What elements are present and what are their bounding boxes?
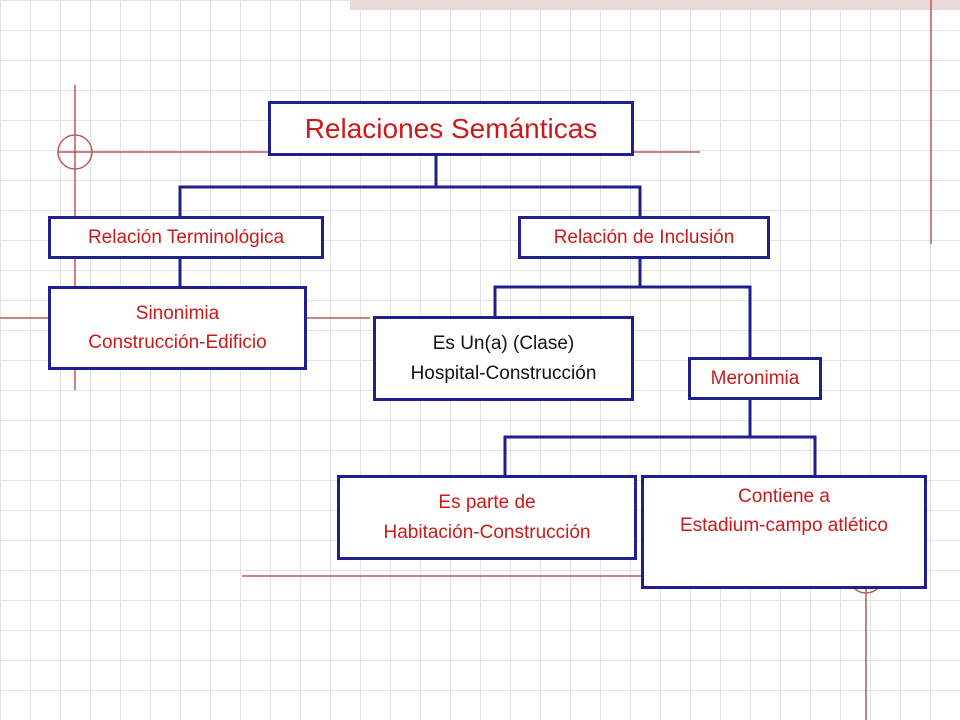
inclusion-node: Relación de Inclusión <box>518 216 770 259</box>
contiene-node: Contiene a Estadium-campo atlético <box>641 475 927 589</box>
deco-circle <box>57 134 93 170</box>
sinonimia-title: Sinonimia <box>135 302 220 324</box>
root-label: Relaciones Semánticas <box>304 112 598 144</box>
root-node: Relaciones Semánticas <box>268 101 634 156</box>
es-parte-node: Es parte de Habitación-Construcción <box>337 475 637 560</box>
es-parte-title: Es parte de <box>438 492 536 514</box>
inclusion-label: Relación de Inclusión <box>553 226 735 248</box>
meronimia-node: Meronimia <box>688 357 822 400</box>
contiene-title: Contiene a <box>738 486 830 507</box>
es-un-title: Es Un(a) (Clase) <box>432 333 575 355</box>
contiene-example: Estadium-campo atlético <box>679 515 889 537</box>
es-un-example: Hospital-Construcción <box>410 362 597 384</box>
meronimia-label: Meronimia <box>710 367 800 389</box>
es-parte-example: Habitación-Construcción <box>383 521 591 543</box>
top-accent-bar <box>350 0 960 10</box>
terminologica-label: Relación Terminológica <box>87 226 285 248</box>
terminologica-node: Relación Terminológica <box>48 216 324 259</box>
sinonimia-node: Sinonimia Construcción-Edificio <box>48 286 307 370</box>
es-un-node: Es Un(a) (Clase) Hospital-Construcción <box>373 316 634 401</box>
sinonimia-example: Construcción-Edificio <box>88 332 267 353</box>
